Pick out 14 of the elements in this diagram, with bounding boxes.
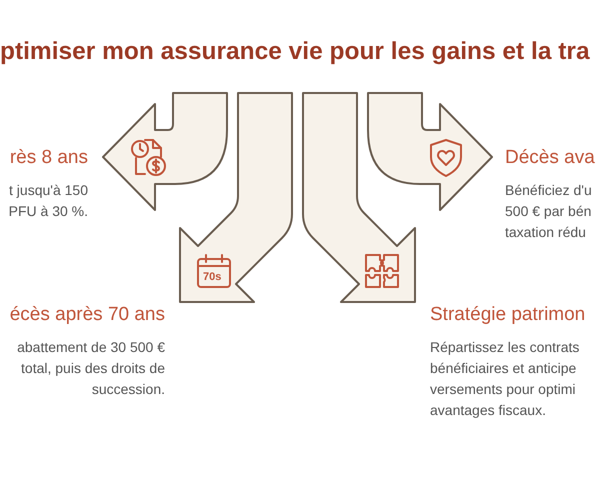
description: Bénéficiez d'u 500 € par bén taxation rédu xyxy=(505,181,593,242)
heading: Stratégie patrimon xyxy=(430,303,586,327)
description: Répartissez les contrats bénéficiaires et anticipe versements pour optimi avantages fiscaux. xyxy=(430,338,580,420)
heading: rès 8 ans xyxy=(8,146,88,170)
curved-block-arrow xyxy=(102,92,228,211)
heading: Décès ava xyxy=(505,146,596,170)
curved-block-arrow xyxy=(367,92,493,211)
description: t jusqu'à 150 PFU à 30 %. xyxy=(8,181,88,221)
description: abattement de 30 500 € total, puis des droits de succession. xyxy=(16,338,165,399)
heading: écès après 70 ans xyxy=(8,303,165,327)
calendar-text: 70s xyxy=(203,271,222,283)
curved-block-arrow xyxy=(302,92,416,303)
curved-block-arrow xyxy=(179,92,293,303)
title: ptimiser mon assurance vie pour les gains et la tra xyxy=(0,38,590,66)
